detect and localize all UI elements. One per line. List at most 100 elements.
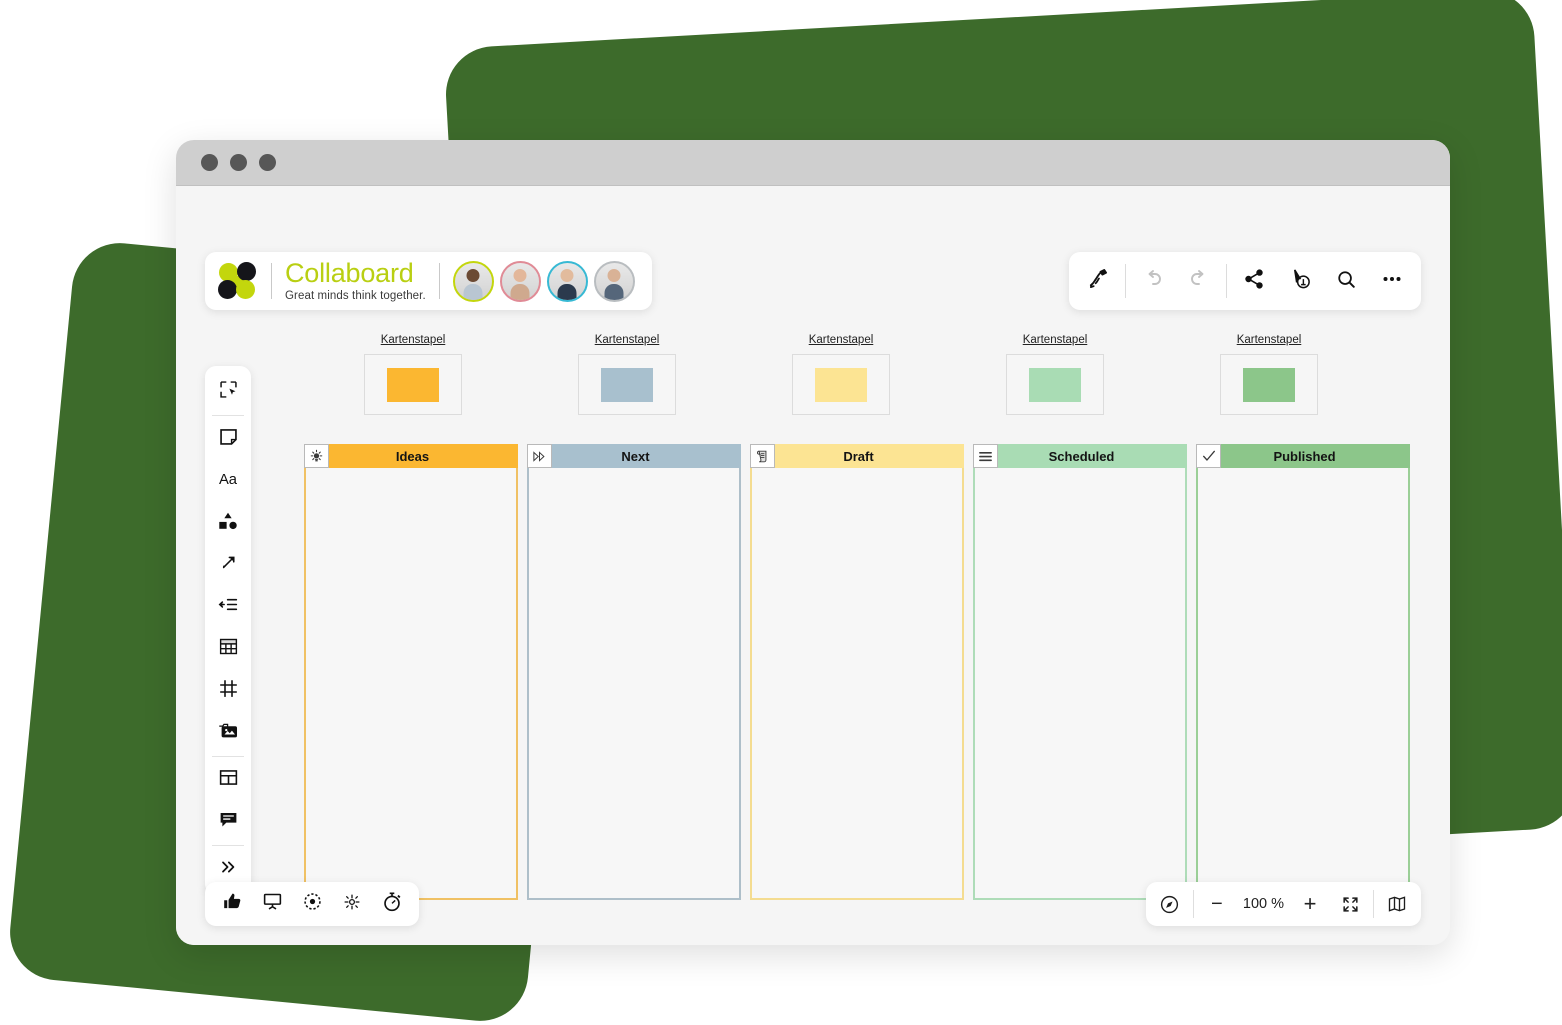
frame-tool[interactable] xyxy=(205,670,251,712)
card-stack[interactable]: Kartenstapel xyxy=(306,334,520,415)
kanban-board: Ideas Next Draft Scheduled Published xyxy=(304,444,1424,900)
presence-button[interactable] xyxy=(1277,258,1323,304)
collaborator-avatars xyxy=(452,260,635,302)
card-stack-frame[interactable] xyxy=(364,354,462,415)
cursor-presence-icon xyxy=(1289,267,1312,295)
kanban-column[interactable]: Draft xyxy=(750,444,964,900)
pen-icon xyxy=(1087,267,1110,295)
card-stack-label: Kartenstapel xyxy=(808,334,874,346)
kanban-column[interactable]: Ideas xyxy=(304,444,518,900)
avatar[interactable] xyxy=(499,260,541,302)
presentation-button[interactable] xyxy=(255,887,289,921)
scroll-icon xyxy=(750,444,775,468)
card-stack-swatch[interactable] xyxy=(387,367,439,402)
card-stack[interactable]: Kartenstapel xyxy=(734,334,948,415)
card-stack[interactable]: Kartenstapel xyxy=(1162,334,1376,415)
check-mark-icon xyxy=(1196,444,1221,468)
text-tool[interactable]: Aa xyxy=(205,460,251,502)
svg-text:Aa: Aa xyxy=(219,472,238,488)
top-toolbar xyxy=(1069,252,1421,310)
card-stack-swatch[interactable] xyxy=(1243,367,1295,402)
avatar[interactable] xyxy=(546,260,588,302)
kanban-column-body[interactable] xyxy=(304,468,518,900)
share-icon xyxy=(1243,268,1265,295)
collaboard-logo-icon[interactable] xyxy=(218,262,258,300)
card-stack-swatch[interactable] xyxy=(815,367,867,402)
magic-button[interactable] xyxy=(335,887,369,921)
kanban-column-header[interactable]: Draft xyxy=(750,444,964,468)
kanban-column-header[interactable]: Published xyxy=(1196,444,1410,468)
thumbs-up-icon xyxy=(222,891,243,917)
avatar[interactable] xyxy=(452,260,494,302)
timer-button[interactable] xyxy=(375,887,409,921)
toolbar-divider xyxy=(1226,264,1227,298)
kanban-column-header[interactable]: Ideas xyxy=(304,444,518,468)
share-button[interactable] xyxy=(1231,258,1277,304)
left-toolbar-divider xyxy=(212,415,244,416)
card-stack-label: Kartenstapel xyxy=(1236,334,1302,346)
comment-icon xyxy=(218,809,239,835)
kanban-column-title: Draft xyxy=(843,448,874,464)
search-button[interactable] xyxy=(1323,258,1369,304)
sticky-note-tool[interactable] xyxy=(205,418,251,460)
shapes-icon xyxy=(217,510,239,537)
card-stack-label: Kartenstapel xyxy=(594,334,660,346)
select-tool[interactable] xyxy=(205,371,251,413)
comment-tool[interactable] xyxy=(205,801,251,843)
zoom-out-button[interactable]: − xyxy=(1211,892,1223,915)
redo-button[interactable] xyxy=(1176,258,1222,304)
text-aa-icon: Aa xyxy=(215,468,241,495)
window-close-dot[interactable] xyxy=(201,154,218,171)
fit-screen-icon[interactable] xyxy=(1330,884,1370,924)
pen-tool-button[interactable] xyxy=(1075,258,1121,304)
kanban-column[interactable]: Published xyxy=(1196,444,1410,900)
shapes-tool[interactable] xyxy=(205,502,251,544)
kanban-column-body[interactable] xyxy=(750,468,964,900)
media-tool[interactable] xyxy=(205,712,251,754)
list-tool[interactable] xyxy=(205,586,251,628)
undo-button[interactable] xyxy=(1130,258,1176,304)
card-stack-frame[interactable] xyxy=(1220,354,1318,415)
zoom-toolbar: − 100 % + xyxy=(1145,882,1421,926)
card-stack[interactable]: Kartenstapel xyxy=(948,334,1162,415)
expand-toolbar[interactable] xyxy=(205,848,251,890)
kanban-column-body[interactable] xyxy=(973,468,1187,900)
zoom-level-label[interactable]: 100 % xyxy=(1242,896,1284,912)
window-minimize-dot[interactable] xyxy=(230,154,247,171)
connector-tool[interactable] xyxy=(205,544,251,586)
kanban-column-header[interactable]: Scheduled xyxy=(973,444,1187,468)
left-toolbar: Aa xyxy=(205,366,251,895)
card-stack-frame[interactable] xyxy=(578,354,676,415)
brand-name: Collaboard xyxy=(285,258,414,288)
kanban-column[interactable]: Scheduled xyxy=(973,444,1187,900)
zoom-divider-2 xyxy=(1373,890,1374,918)
focus-target-icon xyxy=(302,891,323,917)
kanban-column-body[interactable] xyxy=(1196,468,1410,900)
kanban-column-header[interactable]: Next xyxy=(527,444,741,468)
focus-button[interactable] xyxy=(295,887,329,921)
chevron-double-right-icon xyxy=(218,857,238,882)
card-stack-swatch[interactable] xyxy=(1029,367,1081,402)
window-maximize-dot[interactable] xyxy=(259,154,276,171)
table-tool[interactable] xyxy=(205,628,251,670)
reactions-button[interactable] xyxy=(215,887,249,921)
kanban-column-body[interactable] xyxy=(527,468,741,900)
template-tool[interactable] xyxy=(205,759,251,801)
presentation-screen-icon xyxy=(262,891,283,917)
layout-template-icon xyxy=(218,767,239,793)
card-stack-swatch[interactable] xyxy=(601,367,653,402)
card-stack-label: Kartenstapel xyxy=(1022,334,1088,346)
kanban-column-title: Next xyxy=(621,448,650,464)
card-stack[interactable]: Kartenstapel xyxy=(520,334,734,415)
map-icon[interactable] xyxy=(1377,884,1417,924)
zoom-in-button[interactable]: + xyxy=(1303,891,1317,916)
card-stack-frame[interactable] xyxy=(792,354,890,415)
compass-icon[interactable] xyxy=(1150,884,1190,924)
kanban-column-title: Ideas xyxy=(395,448,430,464)
kanban-column[interactable]: Next xyxy=(527,444,741,900)
avatar[interactable] xyxy=(593,260,635,302)
card-stack-frame[interactable] xyxy=(1006,354,1104,415)
undo-icon xyxy=(1141,267,1165,296)
kanban-column-title: Published xyxy=(1273,448,1336,464)
more-options-button[interactable] xyxy=(1369,258,1415,304)
